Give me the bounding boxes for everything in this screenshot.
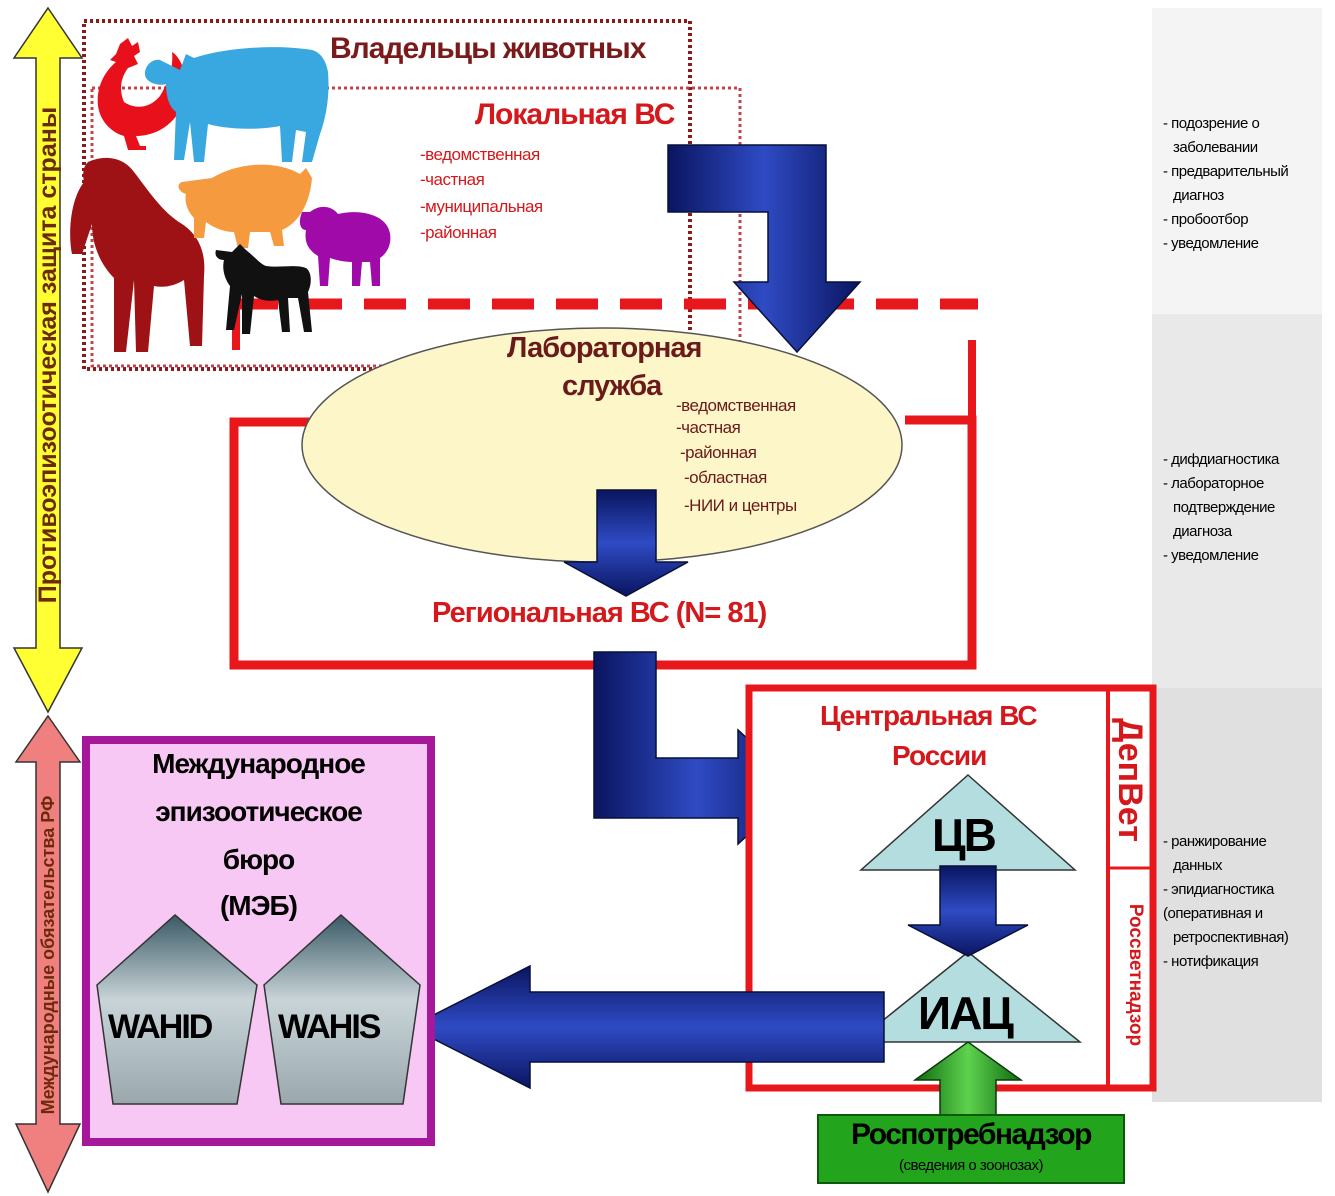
local-vs-item-2: -частная	[420, 170, 485, 189]
sheep-icon	[299, 206, 391, 286]
local-vs-title: Локальная ВС	[475, 98, 675, 131]
rooster-icon	[97, 38, 187, 150]
side-note-middle-1: - дифдиагностика	[1163, 451, 1279, 468]
side-notes-bottom: - ранжирование данных - эпидиагностика (…	[1163, 830, 1289, 974]
lab-item-3: -районная	[680, 443, 757, 462]
arrow-local-to-lab	[667, 144, 862, 354]
side-note-bottom-2: данных	[1173, 857, 1222, 874]
owners-title: Владельцы животных	[330, 32, 646, 65]
rospotreb-box	[817, 1114, 1125, 1184]
arrow-iac-to-oie	[408, 964, 885, 1090]
side-panel-middle	[1152, 314, 1322, 688]
side-notes-middle: - дифдиагностика - лабораторное подтверж…	[1163, 448, 1279, 568]
side-note-middle-3: подтверждение	[1173, 499, 1275, 516]
oie-title-line1: Международное	[152, 748, 366, 779]
lab-item-1: -ведомственная	[676, 396, 796, 415]
side-note-bottom-3: - эпидиагностика	[1163, 881, 1274, 898]
wahis-label: WAHIS	[278, 1008, 381, 1046]
pig-icon	[178, 164, 312, 248]
left-axis-arrow-salmon	[14, 714, 82, 1194]
regional-title: Региональная ВС (N= 81)	[432, 597, 767, 629]
side-note-middle-4: диагноза	[1173, 523, 1232, 540]
central-title-line2: России	[892, 740, 987, 771]
iac-label: ИАЦ	[918, 987, 1014, 1039]
wahid-label: WAHID	[108, 1008, 213, 1046]
oie-title-line2: эпизоотическое	[155, 796, 363, 827]
left-axis-top-label: Противоэпизоотическая защита страны	[34, 106, 62, 604]
side-note-top-6: - уведомление	[1163, 235, 1259, 252]
side-note-top-2: заболевании	[1173, 139, 1258, 156]
left-axis-bottom-label: Международные обязательства РФ	[38, 795, 58, 1115]
side-note-bottom-1: - ранжирование	[1163, 833, 1267, 850]
central-title-line1: Центральная ВС	[820, 700, 1038, 731]
side-note-top-3: - предварительный	[1163, 163, 1289, 180]
side-panel-bottom	[1152, 688, 1322, 1102]
arrow-lab-to-regional	[563, 489, 689, 597]
cow-icon	[144, 47, 329, 162]
cv-label: ЦВ	[932, 809, 997, 861]
side-notes-top: - подозрение о заболевании - предварител…	[1163, 112, 1289, 256]
side-note-top-5: - пробоотбор	[1163, 211, 1249, 228]
oie-title-line3: бюро	[222, 844, 295, 875]
wahid-pentagon	[96, 914, 258, 1105]
side-panel-top	[1152, 8, 1322, 314]
side-note-top-1: - подозрение о	[1163, 115, 1260, 132]
rospotreb-subtitle: (сведения о зоонозах)	[899, 1157, 1043, 1174]
goat-icon	[215, 244, 312, 334]
side-note-bottom-4: (оперативная и	[1163, 905, 1263, 922]
lab-title-line2: служба	[562, 370, 662, 402]
side-note-bottom-6: - нотификация	[1163, 953, 1259, 970]
side-note-bottom-5: ретроспективная)	[1173, 929, 1289, 946]
rosvet-label: Россветнадзор	[1125, 903, 1146, 1047]
left-axis-arrow-yellow	[12, 6, 84, 714]
lab-item-2: -частная	[676, 418, 741, 437]
rospotreb-title: Роспотребнадзор	[851, 1118, 1092, 1151]
wahis-pentagon	[263, 913, 421, 1105]
lab-item-4: -областная	[684, 468, 767, 487]
local-vs-item-3: -муниципальная	[420, 197, 543, 216]
side-note-middle-2: - лабораторное	[1163, 475, 1264, 492]
horse-icon	[70, 157, 205, 352]
oie-title-line4: (МЭБ)	[219, 890, 298, 921]
local-vs-item-4: -районная	[420, 223, 497, 242]
lab-item-5: -НИИ и центры	[684, 496, 797, 515]
side-note-middle-5: - уведомление	[1163, 547, 1259, 564]
lab-title-line1: Лабораторная	[507, 332, 702, 364]
depvet-label: ДепВет	[1111, 718, 1149, 842]
local-vs-item-1: -ведомственная	[420, 145, 540, 164]
arrow-cv-to-iac	[907, 865, 1029, 957]
arrow-rospotreb-to-iac	[912, 1041, 1024, 1116]
side-note-top-4: диагноз	[1173, 187, 1224, 204]
